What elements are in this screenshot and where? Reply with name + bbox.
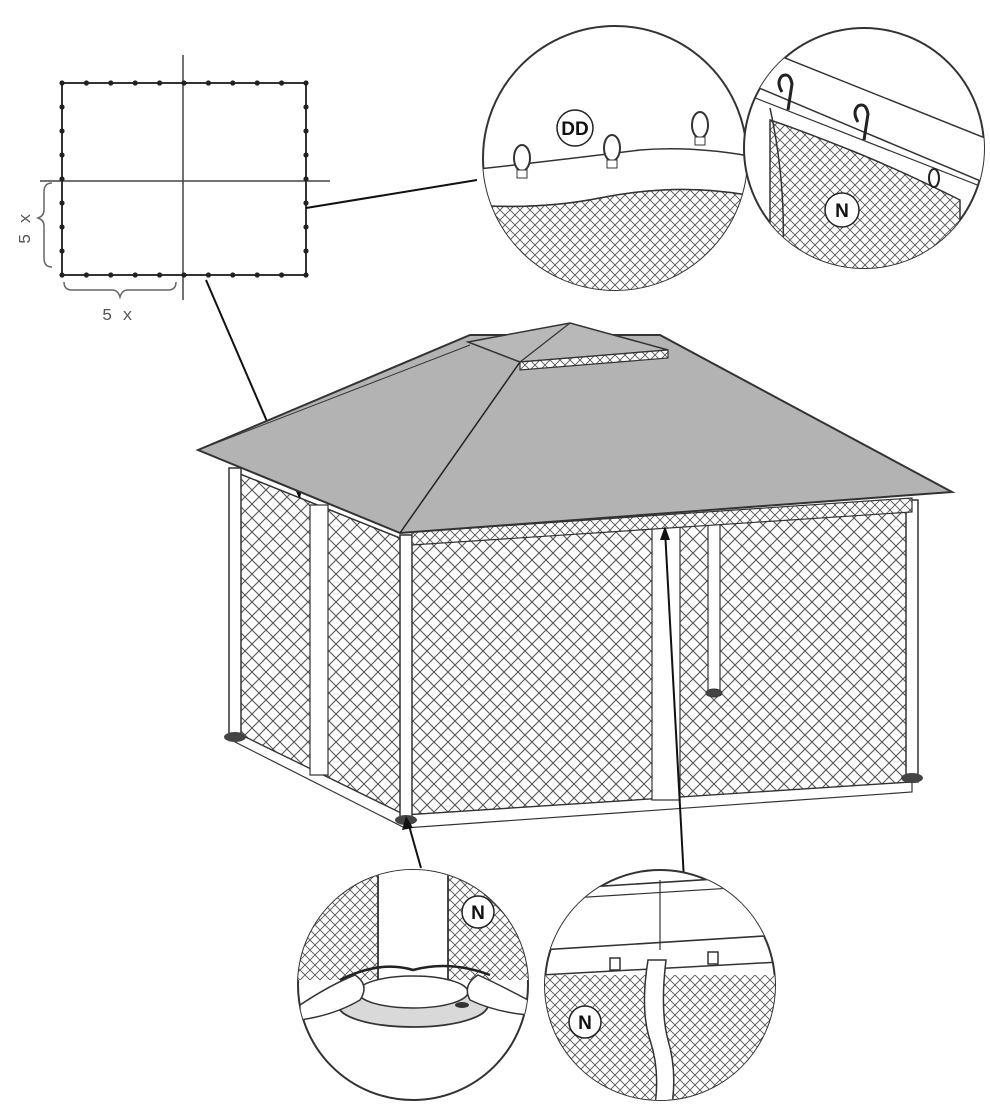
front-left-post — [399, 534, 413, 819]
ring-point — [59, 272, 65, 278]
label-dd: DD — [561, 119, 588, 140]
ring-point — [205, 272, 211, 278]
ring-point — [205, 80, 211, 86]
ring-point — [254, 272, 260, 278]
ring-point — [303, 272, 309, 278]
horizontal-count-label: 5 x — [102, 307, 133, 326]
gazebo-illustration — [195, 322, 956, 881]
roof-vent-mesh — [519, 349, 669, 371]
ring-point — [59, 152, 65, 158]
ring-point — [303, 104, 309, 110]
ring-point — [108, 80, 114, 86]
leader-line-to-post-foot — [407, 821, 422, 869]
detail-callout-hooks: N — [743, 27, 985, 269]
ring-point — [59, 224, 65, 230]
ring-point — [59, 176, 65, 182]
panel-ring-points — [59, 80, 309, 278]
ring-point — [254, 80, 260, 86]
detail-callout-post-tie: N — [297, 869, 529, 1101]
horizontal-brace — [63, 281, 177, 300]
ring-point — [303, 152, 309, 158]
net-panel-outline — [61, 82, 307, 276]
ring-point — [230, 80, 236, 86]
vertical-count-label: 5 x — [17, 213, 36, 244]
front-right-post — [905, 499, 919, 783]
ring-point — [59, 80, 65, 86]
label-n-hooks: N — [835, 201, 849, 222]
label-n-zipper: N — [578, 1013, 592, 1034]
ring-point — [59, 128, 65, 134]
ring-point — [279, 272, 285, 278]
ring-point — [230, 272, 236, 278]
ring-point — [303, 200, 309, 206]
ring-point — [181, 272, 187, 278]
ring-point — [303, 224, 309, 230]
ring-point — [59, 200, 65, 206]
ring-point — [303, 128, 309, 134]
ring-point — [83, 272, 89, 278]
ring-point — [59, 248, 65, 254]
curtain-rail — [411, 497, 913, 546]
detail-callout-dd: DD — [482, 25, 748, 291]
main-roof — [195, 334, 956, 535]
ring-point — [157, 272, 163, 278]
ring-point — [157, 80, 163, 86]
ring-point — [279, 80, 285, 86]
rear-left-post — [228, 467, 242, 739]
net-panel-schematic: 5 x 5 x — [17, 55, 330, 326]
detail-callout-zipper: N — [544, 869, 776, 1101]
leader-line-to-opening — [664, 529, 685, 881]
leader-line-to-dd-detail — [305, 179, 478, 209]
ring-point — [132, 272, 138, 278]
ring-point — [303, 248, 309, 254]
vertical-brace — [35, 182, 53, 268]
roof-hip-front — [399, 361, 521, 534]
ring-point — [303, 176, 309, 182]
ring-point — [181, 80, 187, 86]
ring-point — [59, 104, 65, 110]
ring-point — [132, 80, 138, 86]
curtain-tie — [707, 514, 721, 696]
side-panel-seam — [309, 504, 329, 776]
ring-point — [303, 80, 309, 86]
ring-point — [108, 272, 114, 278]
ring-point — [83, 80, 89, 86]
label-n-post: N — [471, 903, 485, 924]
